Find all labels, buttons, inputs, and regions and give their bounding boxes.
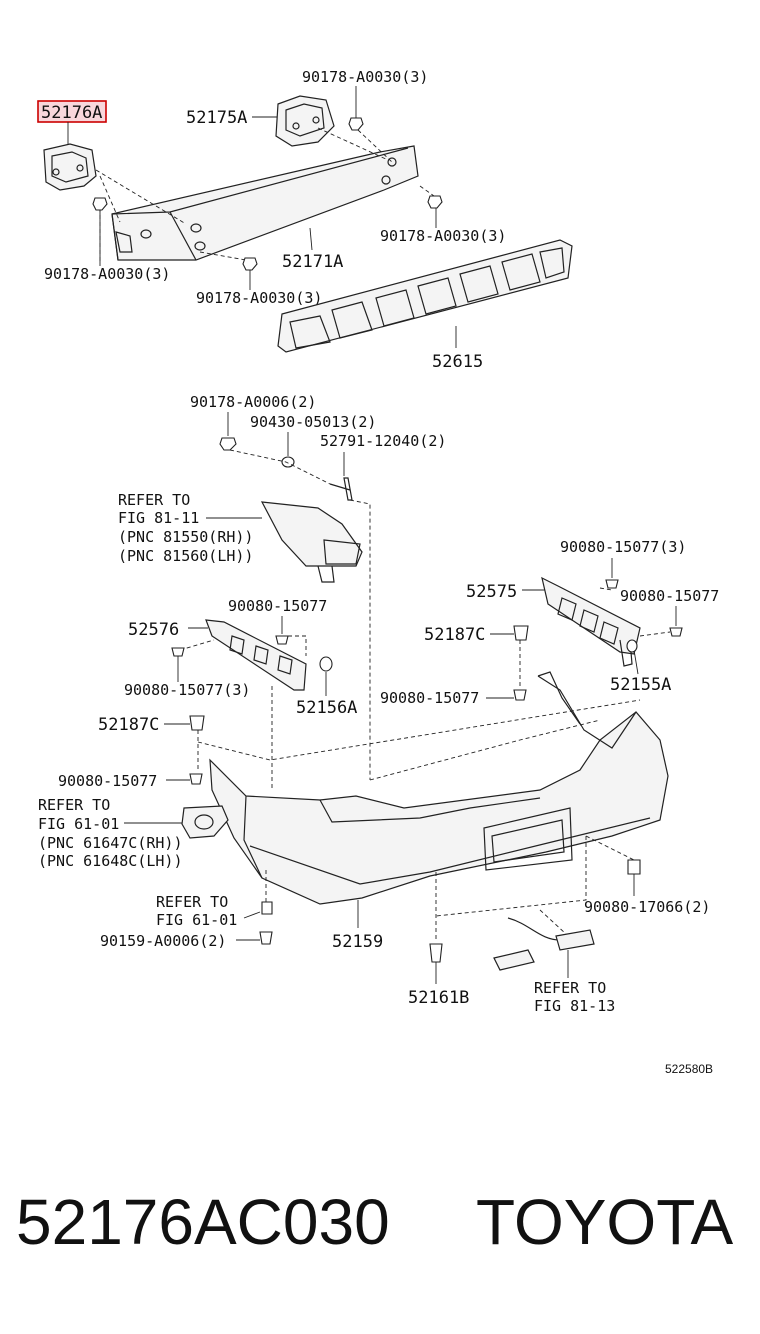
label-52187C-left[interactable]: 52187C [98, 715, 159, 735]
label-90080-15077-r1[interactable]: 90080-15077 [620, 587, 719, 605]
bolt-icon [329, 477, 353, 501]
label-52156A[interactable]: 52156A [296, 698, 357, 718]
ref-light-line2[interactable]: FIG 81-13 [534, 997, 615, 1015]
clip-icon [261, 901, 273, 915]
ref-lamp-line4[interactable]: (PNC 81560(LH)) [118, 547, 253, 565]
ref-lamp-line3[interactable]: (PNC 81550(RH)) [118, 528, 253, 546]
label-90178-a0030-left[interactable]: 90178-A0030(3) [44, 265, 170, 283]
bracket-52576 [205, 619, 307, 691]
clip-icon [189, 715, 205, 731]
clip-icon [513, 625, 529, 641]
label-90080-15077-l1[interactable]: 90080-15077 [228, 597, 327, 615]
ref-fog-line4[interactable]: (PNC 61648C(LH)) [38, 852, 183, 870]
ref-clip-line2[interactable]: FIG 61-01 [156, 911, 237, 929]
label-90430-05013[interactable]: 90430-05013(2) [250, 413, 376, 431]
screw-icon [669, 627, 683, 637]
figure-code: 522580B [665, 1062, 713, 1076]
ref-fog-line2[interactable]: FIG 61-01 [38, 815, 119, 833]
label-52159[interactable]: 52159 [332, 932, 383, 952]
clip-icon [429, 943, 443, 963]
nut-icon [219, 437, 237, 451]
label-90080-17066[interactable]: 90080-17066(2) [584, 898, 710, 916]
label-52575[interactable]: 52575 [466, 582, 517, 602]
bracket-52175a [275, 95, 335, 147]
label-52161B[interactable]: 52161B [408, 988, 469, 1008]
screw-icon [259, 931, 273, 945]
ref-clip-line1[interactable]: REFER TO [156, 893, 228, 911]
label-52176A[interactable]: 52176A [41, 103, 102, 123]
label-90080-15077-l3[interactable]: 90080-15077(3) [124, 681, 250, 699]
ref-fog-line1[interactable]: REFER TO [38, 796, 110, 814]
label-52175A[interactable]: 52175A [186, 108, 247, 128]
nut-icon [348, 117, 364, 131]
label-90178-a0006[interactable]: 90178-A0006(2) [190, 393, 316, 411]
reinforcement-52171a [111, 145, 419, 261]
washer-icon [281, 456, 295, 468]
screw-icon [513, 689, 527, 701]
clip-icon [626, 639, 638, 653]
nut-icon [92, 197, 108, 211]
nut-icon [242, 257, 258, 271]
label-90178-a0030-right[interactable]: 90178-A0030(3) [380, 227, 506, 245]
rear-lamp [260, 501, 363, 583]
ref-light-line1[interactable]: REFER TO [534, 979, 606, 997]
screw-icon [605, 579, 619, 589]
label-52615[interactable]: 52615 [432, 352, 483, 372]
reflector [181, 805, 229, 839]
clip-icon [627, 859, 641, 875]
highlight-box [37, 100, 107, 123]
license-light [493, 909, 595, 971]
label-52187C-right[interactable]: 52187C [424, 625, 485, 645]
label-90080-15077-center[interactable]: 90080-15077 [380, 689, 479, 707]
footer-brand: TOYOTA [476, 1186, 734, 1258]
absorber-52615 [277, 239, 573, 353]
footer-part-number: 52176AC030 [16, 1186, 390, 1258]
label-90178-a0030-mid[interactable]: 90178-A0030(3) [196, 289, 322, 307]
label-52791-12040[interactable]: 52791-12040(2) [320, 432, 446, 450]
label-90080-15077-lb[interactable]: 90080-15077 [58, 772, 157, 790]
label-52171A[interactable]: 52171A [282, 252, 343, 272]
bumper-cover-52159 [209, 671, 669, 905]
label-52155A[interactable]: 52155A [610, 675, 671, 695]
clip-icon [319, 656, 333, 672]
ref-fog-line3[interactable]: (PNC 61647C(RH)) [38, 834, 183, 852]
nut-icon [427, 195, 443, 209]
label-52576[interactable]: 52576 [128, 620, 179, 640]
ref-lamp-line1[interactable]: REFER TO [118, 491, 190, 509]
screw-icon [189, 773, 203, 785]
label-90159-a0006[interactable]: 90159-A0006(2) [100, 932, 226, 950]
screw-icon [275, 635, 289, 645]
label-90080-15077-r3[interactable]: 90080-15077(3) [560, 538, 686, 556]
bracket-52176a [43, 143, 97, 191]
screw-icon [171, 647, 185, 657]
label-90178-a0030-top[interactable]: 90178-A0030(3) [302, 68, 428, 86]
ref-lamp-line2[interactable]: FIG 81-11 [118, 509, 199, 527]
